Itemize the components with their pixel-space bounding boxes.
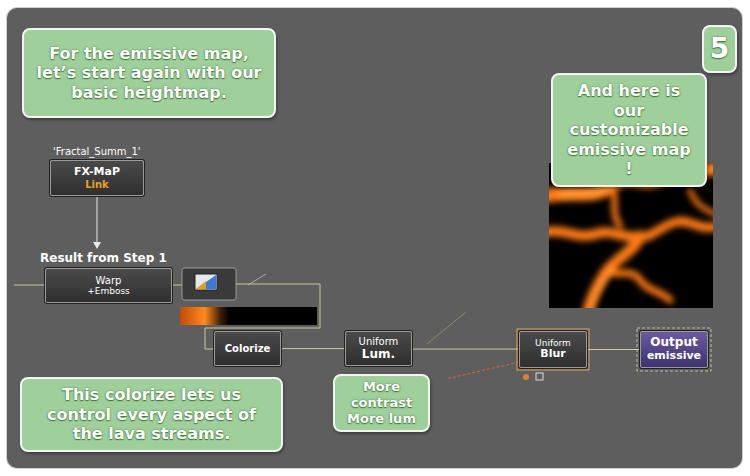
node-label: Link: [56, 179, 138, 191]
node-heading: Result from Step 1: [38, 251, 169, 265]
node-heading: 'Fractal_Summ_1': [51, 146, 143, 157]
note-callout: More contrast More lum: [333, 374, 430, 432]
selection-outline: [637, 328, 711, 371]
connector: [281, 348, 345, 349]
gradient-icon: [195, 274, 217, 290]
node-label: +Emboss: [51, 286, 166, 296]
gradient-icon: [196, 275, 216, 289]
graph-node: UniformLum.: [345, 331, 412, 366]
leader-line: [446, 362, 519, 379]
gradient-bar: [180, 307, 317, 325]
node-label: FX-MaP: [56, 166, 138, 179]
callout-number: 5: [702, 25, 737, 73]
node-label: emissive: [646, 350, 702, 363]
status-icon: [523, 374, 529, 380]
connector: [587, 349, 640, 350]
gradient-node: [182, 268, 236, 300]
callout-text: And here is our customizable emissive ma…: [563, 81, 695, 179]
node-label: Output: [646, 336, 702, 350]
node-label: Uniform: [351, 336, 406, 348]
node-label: Warp: [51, 275, 166, 287]
gradient-icon: [196, 281, 206, 289]
callout-text: More contrast More lum: [341, 379, 422, 427]
status-icon: [536, 373, 543, 380]
callout-text: This colorize lets us control every aspe…: [32, 385, 271, 444]
node-label: Uniform: [525, 338, 581, 348]
note-callout: For the emissive map, let’s start again …: [22, 28, 276, 118]
graph-node: 'Fractal_Summ_1'FX-MaPLink: [50, 160, 144, 196]
output-node: Outputemissive: [640, 331, 708, 368]
node-label: Blur: [525, 348, 581, 361]
node-label: Colorize: [220, 343, 275, 355]
connector: [97, 196, 98, 248]
callout-text: For the emissive map, let’s start again …: [34, 44, 264, 103]
graph-node: Result from Step 1Warp+Emboss: [45, 268, 172, 303]
node-label: Lum.: [351, 348, 406, 362]
graph-node: Colorize: [214, 331, 281, 366]
connector: [412, 349, 519, 350]
leader-line: [248, 274, 266, 285]
note-callout: And here is our customizable emissive ma…: [551, 73, 707, 187]
note-callout: This colorize lets us control every aspe…: [20, 377, 283, 452]
graph-node: UniformBlur: [519, 331, 587, 368]
wire: [14, 285, 45, 286]
callout-number: 5: [710, 32, 729, 66]
leader-line: [427, 312, 466, 344]
selection-outline: [517, 329, 589, 370]
